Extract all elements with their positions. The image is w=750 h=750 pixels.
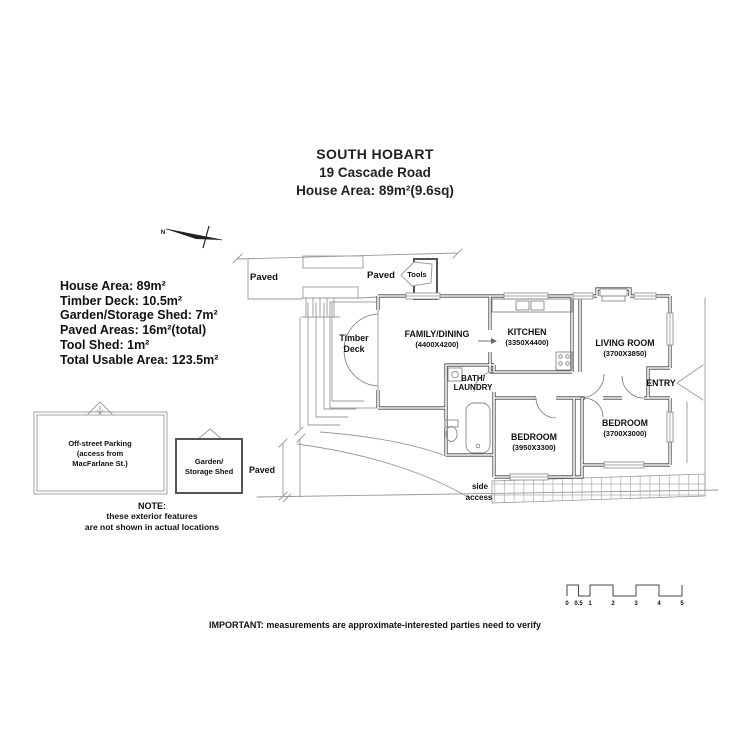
toilet-cistern — [444, 419, 459, 428]
garden-shed-label-2: Storage Shed — [185, 467, 234, 476]
bath-laundry-label-1: BATH/ — [461, 374, 486, 383]
entry-label: ENTRY — [646, 378, 676, 388]
living-door — [621, 375, 645, 399]
stove — [555, 351, 573, 371]
tools-callout — [400, 261, 433, 287]
kitchen-sink-right — [530, 300, 545, 311]
scale-tick-5: 5 — [680, 601, 684, 607]
garden-shed-label-1: Garden/ — [195, 457, 224, 466]
parking-outline-outer — [33, 411, 168, 495]
scale-tick-2: 2 — [611, 601, 615, 607]
paved-label-upper-left: Paved — [250, 272, 278, 283]
hall-door — [579, 373, 605, 399]
deck-french-door-bottom — [343, 350, 379, 387]
scale-tick-0: 0 — [565, 601, 569, 607]
plan-labels: Paved Paved Tools Timber Deck FAMILY/DIN… — [68, 270, 676, 502]
paved-notch — [302, 255, 364, 269]
kitchen-door-arrow-head — [491, 338, 497, 344]
note-line-2: are not shown in actual locations — [84, 522, 220, 532]
windows — [405, 292, 674, 481]
area-summary: House Area: 89m² Timber Deck: 10.5m² Gar… — [60, 279, 218, 367]
bedroom-rear-door — [535, 397, 557, 419]
side-access-label-2: access — [466, 493, 493, 502]
scale-tick-05: 0.5 — [574, 601, 583, 607]
stove-burner — [558, 354, 563, 359]
disclaimer: IMPORTANT: measurements are approximate-… — [209, 620, 541, 630]
stove-burner — [565, 354, 570, 359]
fireplace-hearth — [601, 295, 626, 302]
scale-tick-4: 4 — [657, 601, 661, 607]
timber-deck-outline — [329, 301, 379, 409]
scale-tick-3: 3 — [634, 601, 638, 607]
bedroom-rear-dims: (3950X3300) — [512, 443, 556, 452]
title-block: SOUTH HOBART 19 Cascade Road House Area:… — [0, 146, 750, 198]
stove-burner — [565, 361, 570, 366]
scale-bar: 0 0.5 1 2 3 4 5 — [565, 584, 684, 607]
north-arrow: N — [161, 225, 223, 249]
north-label: N — [161, 230, 165, 236]
note-title: NOTE: — [138, 501, 166, 511]
side-access-pavers — [491, 473, 706, 504]
compass-crossbar — [202, 225, 210, 249]
tools-shed-label: Tools — [407, 270, 426, 279]
scale-tick-1: 1 — [588, 601, 592, 607]
bath-laundry-label-2: LAUNDRY — [454, 383, 493, 392]
timber-deck-label-1: Timber — [339, 333, 369, 343]
exterior-feature-shapes — [33, 411, 243, 495]
family-dining-label: FAMILY/DINING — [405, 329, 470, 339]
door-arcs — [343, 313, 645, 419]
side-access-label-1: side — [472, 482, 489, 491]
parking-outline-inner — [36, 414, 165, 492]
paved-step-landing — [302, 286, 359, 299]
paved-label-upper-right: Paved — [367, 270, 395, 281]
bedroom-rear-label: BEDROOM — [511, 432, 557, 442]
laundry-trough — [447, 367, 463, 382]
kitchen-label: KITCHEN — [507, 327, 546, 337]
house-area-title: House Area: 89m²(9.6sq) — [296, 183, 454, 198]
summary-paved-areas: Paved Areas: 16m²(total) — [60, 323, 207, 338]
street-address: 19 Cascade Road — [319, 165, 431, 180]
scale-bar-line — [566, 584, 683, 597]
bedroom-front-dims: (3700X3000) — [603, 429, 647, 438]
summary-timber-deck: Timber Deck: 10.5m² — [60, 293, 183, 308]
note-line-1: these exterior features — [106, 511, 198, 521]
family-dining-dims: (4400X4200) — [415, 340, 459, 349]
summary-house-area: House Area: 89m² — [60, 279, 166, 293]
bath-door — [473, 371, 495, 393]
bedroom-front-label: BEDROOM — [602, 418, 648, 428]
bathtub-drain — [475, 443, 481, 449]
suburb-title: SOUTH HOBART — [316, 146, 434, 162]
kitchen-sink-left — [515, 300, 530, 311]
kitchen-counter — [491, 298, 573, 313]
parking-label-3: MacFarlane St.) — [72, 459, 128, 468]
summary-garden-shed: Garden/Storage Shed: 7m² — [60, 308, 218, 323]
deck-french-door-top — [343, 313, 379, 350]
fireplace — [599, 288, 628, 297]
paved-strip-label: Paved — [249, 465, 275, 475]
garden-shed-outline — [175, 438, 243, 494]
laundry-trough-basin — [451, 370, 459, 379]
fixtures — [444, 288, 628, 454]
summary-total-area: Total Usable Area: 123.5m² — [60, 352, 219, 367]
living-room-dims: (3700X3850) — [603, 349, 647, 358]
compass-needle-line — [165, 228, 223, 241]
bathtub — [465, 402, 491, 454]
stove-burner — [558, 361, 563, 366]
note-block: NOTE: these exterior features are not sh… — [63, 501, 241, 533]
summary-tool-shed: Tool Shed: 1m² — [60, 337, 150, 352]
timber-deck-label-2: Deck — [343, 344, 364, 354]
living-room-label: LIVING ROOM — [595, 338, 654, 348]
parking-label-2: (access from — [77, 449, 124, 458]
parking-label-1: Off-street Parking — [68, 439, 132, 448]
window-mullions — [406, 295, 671, 478]
bedroom-front-door — [583, 397, 604, 418]
kitchen-dims: (3350X4400) — [505, 338, 549, 347]
toilet-bowl — [445, 426, 458, 442]
